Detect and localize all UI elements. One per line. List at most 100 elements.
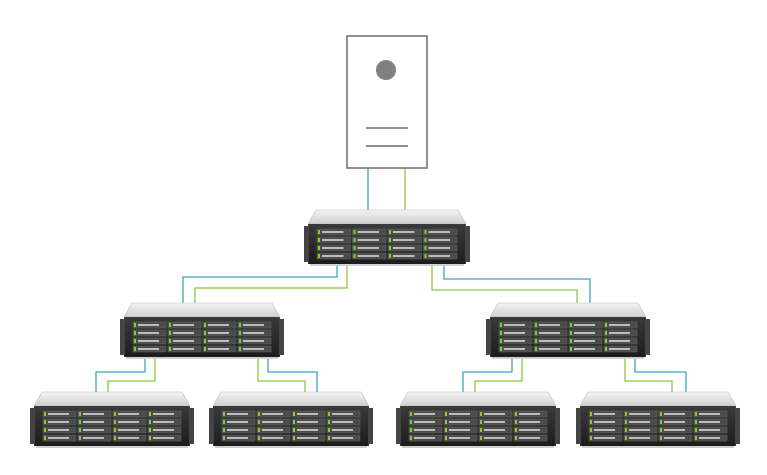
drive-bay bbox=[387, 252, 422, 260]
drive-bay bbox=[568, 345, 603, 353]
drive-bay bbox=[623, 410, 658, 418]
drive-led-icon bbox=[79, 420, 81, 424]
drive-bay bbox=[112, 434, 147, 442]
drive-led-icon bbox=[204, 339, 206, 343]
drive-bay bbox=[316, 252, 351, 260]
drive-bay bbox=[237, 329, 272, 337]
drive-led-icon bbox=[605, 347, 607, 351]
drive-led-icon bbox=[149, 428, 151, 432]
drive-led-icon bbox=[424, 238, 427, 242]
drive-bay bbox=[588, 434, 623, 442]
drive-led-icon bbox=[79, 412, 81, 416]
drive-bay bbox=[513, 426, 548, 434]
drive-bay bbox=[237, 337, 272, 345]
drive-led-icon bbox=[424, 254, 427, 258]
drive-led-icon bbox=[114, 436, 116, 440]
drive-led-icon bbox=[169, 331, 171, 335]
drive-bay bbox=[408, 434, 443, 442]
drive-led-icon bbox=[695, 420, 697, 424]
drive-led-icon bbox=[445, 428, 447, 432]
drive-bay bbox=[132, 321, 167, 329]
drive-led-icon bbox=[44, 420, 46, 424]
drive-bay bbox=[132, 329, 167, 337]
drive-led-icon bbox=[169, 323, 171, 327]
drive-led-icon bbox=[169, 339, 171, 343]
drive-bay bbox=[658, 418, 693, 426]
drive-bay bbox=[132, 345, 167, 353]
power-button-icon bbox=[376, 60, 396, 80]
drive-led-icon bbox=[389, 246, 391, 250]
drive-led-icon bbox=[204, 347, 206, 351]
drive-led-icon bbox=[114, 428, 116, 432]
sas-cable bbox=[194, 264, 348, 305]
drive-led-icon bbox=[293, 428, 295, 432]
drive-led-icon bbox=[480, 436, 482, 440]
drive-led-icon bbox=[535, 331, 537, 335]
rack-storage-enclosure-icon bbox=[576, 391, 740, 448]
drive-led-icon bbox=[660, 436, 662, 440]
drive-led-icon bbox=[318, 246, 320, 250]
drive-bay bbox=[533, 329, 568, 337]
drive-bay bbox=[478, 410, 513, 418]
drive-led-icon bbox=[590, 412, 592, 416]
drive-bay bbox=[202, 337, 237, 345]
drive-led-icon bbox=[570, 331, 572, 335]
drive-led-icon bbox=[535, 339, 537, 343]
drive-bay bbox=[291, 410, 326, 418]
rack-storage-enclosure-icon bbox=[120, 302, 284, 359]
drive-bay bbox=[316, 244, 351, 252]
drive-bay bbox=[693, 418, 728, 426]
drive-led-icon bbox=[590, 436, 592, 440]
drive-bay bbox=[42, 418, 77, 426]
drive-led-icon bbox=[44, 436, 46, 440]
drive-bay bbox=[603, 337, 638, 345]
drive-bay bbox=[291, 418, 326, 426]
drive-led-icon bbox=[410, 420, 412, 424]
drive-bay bbox=[603, 321, 638, 329]
drive-led-icon bbox=[258, 428, 260, 432]
drive-bay bbox=[623, 418, 658, 426]
drive-led-icon bbox=[149, 436, 151, 440]
drive-led-icon bbox=[149, 412, 151, 416]
drive-bay bbox=[256, 434, 291, 442]
drive-bay bbox=[42, 426, 77, 434]
drive-led-icon bbox=[223, 428, 225, 432]
sas-cable bbox=[182, 264, 338, 305]
drive-led-icon bbox=[625, 412, 627, 416]
drive-led-icon bbox=[318, 230, 320, 234]
rack-storage-enclosure-icon bbox=[486, 302, 650, 359]
drive-bay bbox=[256, 426, 291, 434]
drive-led-icon bbox=[389, 238, 391, 242]
sas-cable bbox=[474, 358, 523, 394]
drive-bay bbox=[693, 410, 728, 418]
drive-led-icon bbox=[293, 412, 295, 416]
drive-bay bbox=[568, 329, 603, 337]
rack-storage-enclosure-icon bbox=[304, 209, 470, 266]
drive-led-icon bbox=[328, 420, 330, 424]
drive-bay bbox=[498, 329, 533, 337]
drive-led-icon bbox=[353, 254, 356, 258]
drive-bay bbox=[513, 418, 548, 426]
drive-bay bbox=[221, 426, 256, 434]
drive-led-icon bbox=[79, 436, 81, 440]
drive-bay bbox=[326, 426, 361, 434]
drive-led-icon bbox=[239, 323, 241, 327]
drive-led-icon bbox=[590, 428, 592, 432]
drive-bay bbox=[443, 434, 478, 442]
drive-led-icon bbox=[445, 412, 447, 416]
drive-bay bbox=[167, 345, 202, 353]
drive-led-icon bbox=[410, 436, 412, 440]
drive-bay bbox=[498, 321, 533, 329]
drive-bay bbox=[112, 426, 147, 434]
drive-led-icon bbox=[590, 420, 592, 424]
drive-bay bbox=[77, 410, 112, 418]
drive-bay bbox=[77, 434, 112, 442]
drive-led-icon bbox=[660, 420, 662, 424]
drive-led-icon bbox=[134, 323, 136, 327]
drive-led-icon bbox=[169, 347, 171, 351]
drive-led-icon bbox=[695, 412, 697, 416]
drive-led-icon bbox=[625, 428, 627, 432]
drive-bay bbox=[112, 418, 147, 426]
drive-led-icon bbox=[134, 347, 136, 351]
rack-storage-enclosure-icon bbox=[209, 391, 373, 448]
